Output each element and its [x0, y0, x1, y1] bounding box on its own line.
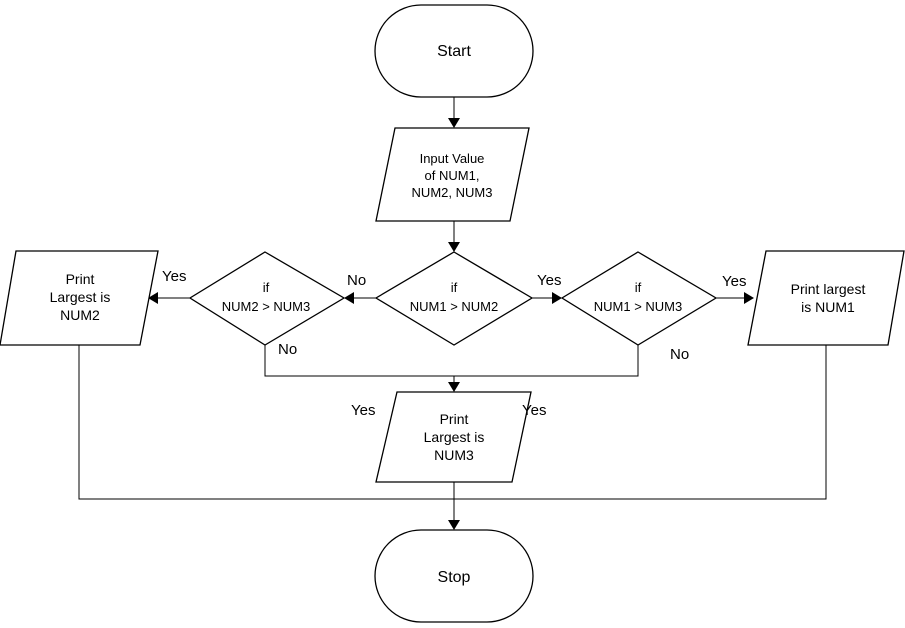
edge-label-print-num3-yes-right: Yes [522, 402, 546, 419]
print-num3-label-line-3: NUM3 [434, 447, 474, 463]
print-num2-label-line-1: Print [66, 271, 95, 287]
print-num2-parallelogram-shape [0, 250, 159, 346]
connector-print-num2-to-stop [78, 345, 454, 500]
connector-no-branches-merge [264, 345, 639, 377]
input-node: Input Value of NUM1, NUM2, NUM3 [375, 127, 530, 222]
edge-label-num2-num3-yes: Yes [162, 268, 186, 285]
start-node: Start [374, 4, 534, 98]
edge-label-num1-num3-no: No [670, 346, 689, 363]
stop-terminator-shape [374, 529, 534, 623]
decision-num1-num3-label-line-1: if [635, 280, 642, 295]
decision-num2-num3-shape [188, 251, 346, 346]
edge-label-num2-num3-no: No [278, 341, 297, 358]
arrowhead-to-input [448, 118, 460, 128]
decision-num1-num3-node: if NUM1 > NUM3 [560, 251, 718, 346]
decision-num2-num3-node: if NUM2 > NUM3 [188, 251, 346, 346]
arrowhead-to-print-num2 [148, 292, 158, 304]
decision-num1-num2-label-line-2: NUM1 > NUM2 [410, 299, 499, 314]
input-parallelogram-shape [375, 127, 530, 222]
print-num1-label-line-1: Print largest [791, 281, 866, 297]
arrowheads [148, 118, 754, 530]
decision-num1-num3-shape [560, 251, 718, 346]
print-num3-label-line-1: Print [440, 411, 469, 427]
edge-label-num1-num3-yes: Yes [722, 273, 746, 290]
decision-num2-num3-label-line-1: if [263, 280, 270, 295]
edge-label-num1-num2-no: No [347, 272, 366, 289]
arrowhead-to-decision-num2-num3 [344, 292, 354, 304]
edge-label-num1-num2-yes: Yes [537, 272, 561, 289]
connectors [78, 97, 827, 520]
input-label-line-1: Input Value [420, 151, 485, 166]
arrowhead-to-print-num1 [744, 292, 754, 304]
decision-num1-num3-label-line-2: NUM1 > NUM3 [594, 299, 683, 314]
arrowhead-to-print-num3 [448, 382, 460, 392]
print-num3-parallelogram-shape [375, 391, 532, 483]
edge-label-print-num3-yes-left: Yes [351, 402, 375, 419]
decision-num1-num2-node: if NUM1 > NUM2 [374, 251, 534, 346]
print-num3-node: Print Largest is NUM3 [375, 391, 532, 483]
arrowhead-to-decision-num1-num3 [552, 292, 562, 304]
input-label-line-2: of NUM1, [425, 168, 480, 183]
decision-num1-num2-shape [374, 251, 534, 346]
arrowhead-to-decision [448, 242, 460, 252]
print-num3-label-line-2: Largest is [424, 429, 485, 445]
print-num2-label-line-2: Largest is [50, 289, 111, 305]
stop-node: Stop [374, 529, 534, 623]
print-num1-node: Print largest is NUM1 [747, 250, 905, 346]
edge-labels: Yes No Yes Yes No No Yes Yes [162, 268, 746, 419]
decision-num2-num3-label-line-2: NUM2 > NUM3 [222, 299, 311, 314]
print-num1-label-line-2: is NUM1 [801, 299, 855, 315]
start-terminator-shape [374, 4, 534, 98]
arrowhead-to-stop [448, 520, 460, 530]
print-num2-node: Print Largest is NUM2 [0, 250, 159, 346]
stop-label: Stop [438, 569, 471, 586]
print-num2-label-line-3: NUM2 [60, 307, 100, 323]
start-label: Start [437, 43, 471, 60]
decision-num1-num2-label-line-1: if [451, 280, 458, 295]
connector-print-num1-to-stop [454, 345, 827, 500]
print-num1-parallelogram-shape [747, 250, 905, 346]
input-label-line-3: NUM2, NUM3 [412, 185, 493, 200]
